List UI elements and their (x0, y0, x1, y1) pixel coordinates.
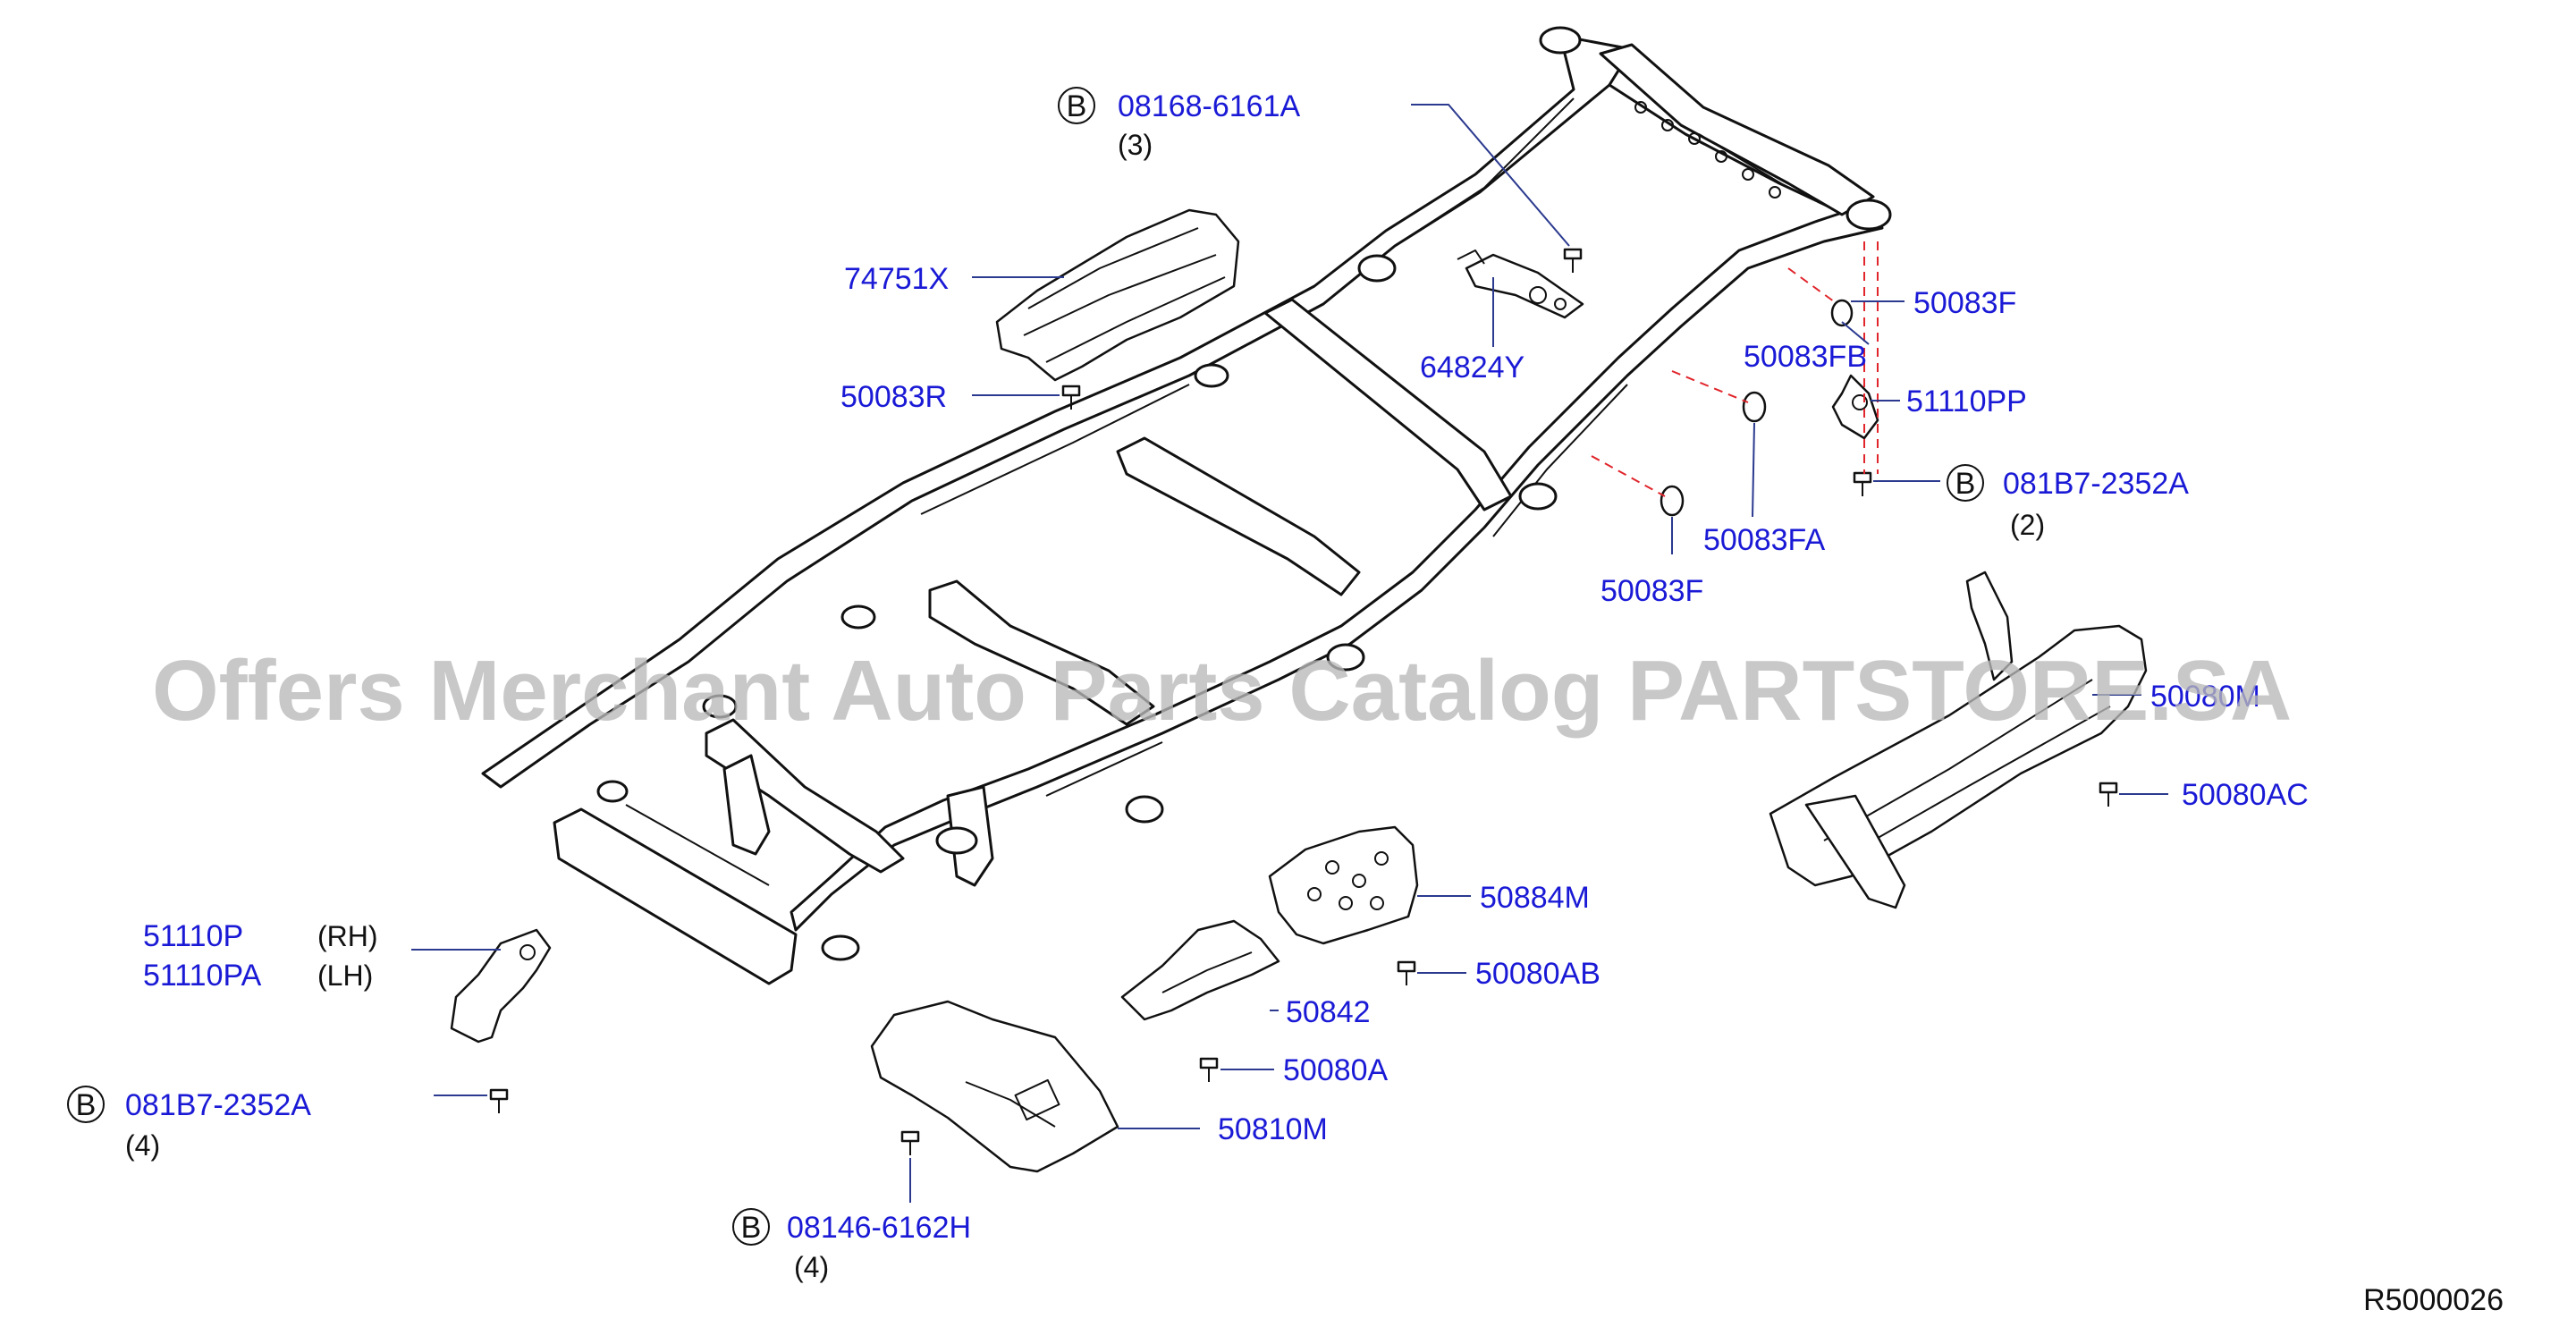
callouts: B 08168-6161A (3) 74751X 50083R 64824Y 5… (67, 87, 2309, 1283)
chassis-frame (481, 26, 1892, 985)
part-number: 081B7-2352A (125, 1088, 311, 1122)
callout-08146-6162h: B 08146-6162H (4) (732, 1208, 971, 1283)
bolt-icon (1199, 1057, 1219, 1082)
callout-081b7-2352a-bottom: B 081B7-2352A (4) (67, 1086, 311, 1162)
quantity: (3) (1118, 129, 1153, 161)
heat-shield-74751x (995, 208, 1240, 382)
reference-code: R5000026 (2363, 1283, 2504, 1317)
skid-plate-50080m (1769, 571, 2148, 909)
part-number-51110pa: 51110PA (143, 959, 262, 993)
part-number-50083f-lower: 50083F (1600, 574, 1703, 608)
skid-plate-50884m (1268, 825, 1419, 945)
part-number-50083fa: 50083FA (1703, 523, 1825, 557)
part-number-50842: 50842 (1286, 995, 1371, 1029)
grommet-icon (1742, 391, 1767, 423)
bolt-icon (2099, 782, 2118, 807)
part-number: 081B7-2352A (2003, 467, 2189, 501)
bolt-marker-icon (67, 1086, 105, 1123)
quantity: (4) (125, 1129, 160, 1162)
side-lh: (LH) (317, 959, 373, 992)
bracket-64824y (1457, 249, 1584, 319)
grommet-icon (1830, 299, 1854, 327)
bolt-icon (1853, 471, 1872, 496)
side-rh: (RH) (317, 920, 378, 952)
skid-plate-50810m (870, 1000, 1119, 1173)
part-number: 08146-6162H (787, 1211, 971, 1245)
bolt-icon (1563, 248, 1583, 273)
callout-081b7-2352a-top: B 081B7-2352A (2) (1947, 464, 2189, 541)
leader-lines (411, 104, 2168, 1203)
tow-hook-51110p (450, 928, 552, 1044)
bolt-icon (1061, 385, 1081, 410)
skid-plate-50842 (1120, 919, 1280, 1021)
bolts (489, 248, 2118, 1155)
part-number: 08168-6161A (1118, 89, 1301, 123)
bolt-marker-icon (1058, 87, 1095, 124)
part-number-74751x: 74751X (844, 262, 949, 296)
part-number-50083f-top: 50083F (1913, 286, 2016, 320)
part-number-50083r: 50083R (840, 380, 947, 414)
part-number-51110pp: 51110PP (1906, 385, 2027, 418)
bolt-marker-label: B (741, 1211, 762, 1245)
tow-hook-51110pp (1831, 374, 1879, 440)
bolt-marker-label: B (1955, 467, 1976, 501)
bolt-marker-label: B (1067, 89, 1087, 123)
part-number-50080m: 50080M (2150, 680, 2260, 714)
part-number-50083fb: 50083FB (1744, 340, 1867, 374)
bolt-icon (900, 1130, 920, 1155)
bolt-marker-icon (732, 1208, 770, 1246)
watermark: Offers Merchant Auto Parts Catalog PARTS… (152, 643, 2292, 739)
part-number-64824y: 64824Y (1420, 351, 1524, 385)
part-number-51110p: 51110P (143, 919, 243, 953)
quantity: (2) (2010, 509, 2045, 541)
part-number-50080a: 50080A (1283, 1053, 1389, 1087)
part-number-50080ac: 50080AC (2182, 778, 2309, 812)
grommets (1591, 241, 1879, 517)
part-number-50080ab: 50080AB (1475, 957, 1600, 991)
quantity: (4) (794, 1251, 829, 1283)
callout-08168-6161a: B 08168-6161A (3) (1058, 87, 1301, 161)
grommet-icon (1660, 485, 1685, 517)
part-number-50810m: 50810M (1218, 1112, 1328, 1146)
bolt-icon (489, 1088, 509, 1113)
bolt-marker-label: B (76, 1088, 97, 1122)
bolt-icon (1397, 960, 1416, 985)
part-number-50884m: 50884M (1480, 881, 1590, 915)
bolt-marker-icon (1947, 464, 1984, 502)
